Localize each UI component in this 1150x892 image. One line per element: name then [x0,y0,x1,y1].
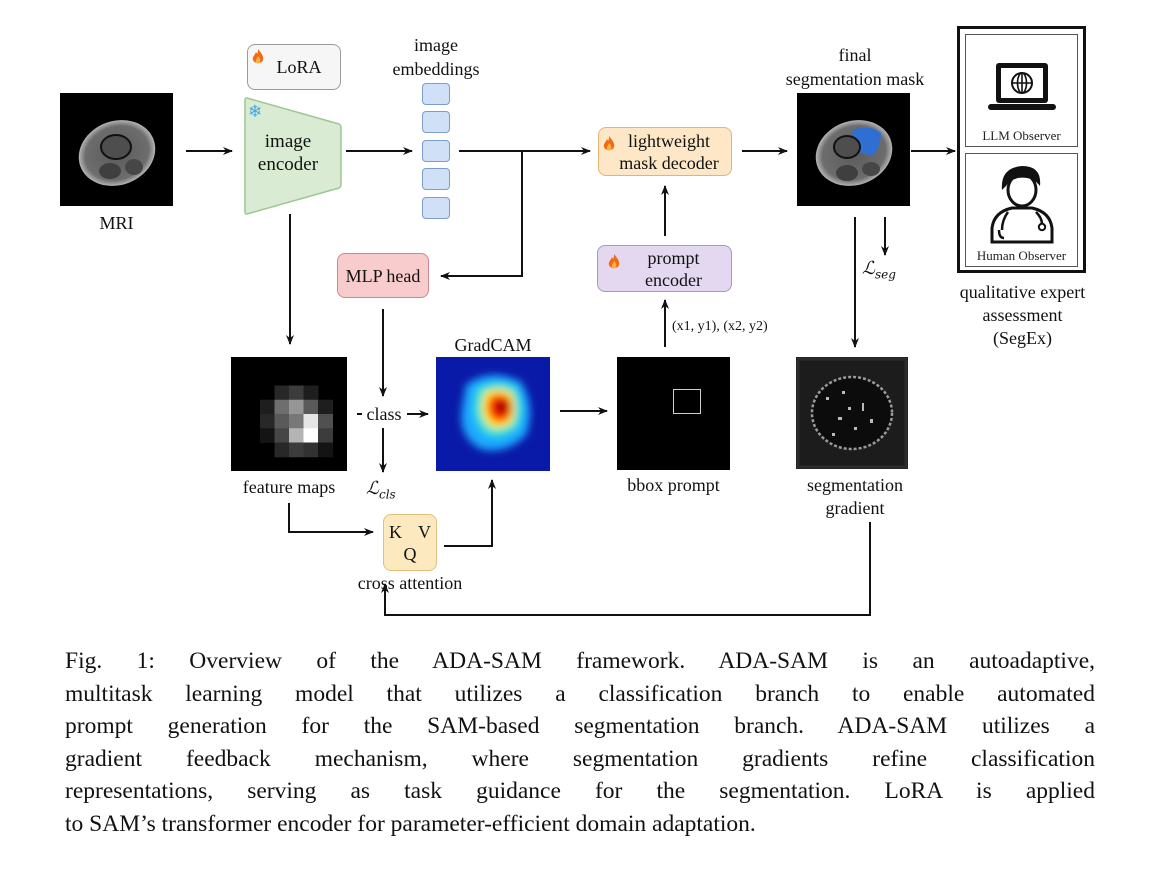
bbox-prompt-image [617,357,730,470]
key-symbol: K [389,521,402,542]
final-mask-image [797,93,910,206]
feature-cell [289,442,304,458]
embedding-token [422,140,450,162]
feature-cell [274,399,290,415]
image-encoder-label: image encoder [257,131,319,175]
final-mask-label: final segmentation mask [785,45,925,89]
cross-attention-label: cross attention [357,573,463,593]
feature-maps-label: feature maps [242,477,336,497]
cross-attention-box: K V Q [383,514,437,571]
laptop-globe-icon [988,63,1056,110]
embedding-token [422,197,450,219]
mask-decoder-box: lightweight mask decoder [598,127,732,176]
feature-cell [318,428,333,443]
llm-observer-card: LLM Observer [965,34,1078,147]
arrow-gradient-feedback [381,522,871,616]
connector-arrows [186,147,956,616]
human-observer-label: Human Observer [976,248,1067,263]
observers-panel: LLM Observer Human Observer [957,26,1086,273]
caption-line: Fig. 1: Overview of the ADA-SAM framewor… [65,648,1095,674]
feature-cell [318,414,333,429]
query-symbol: Q [403,543,417,564]
feature-cell [289,385,304,401]
lora-label: LoRA [276,57,322,77]
class-label: class [366,404,402,424]
bbox-prompt-label: bbox prompt [627,475,720,495]
bbox-rectangle [673,389,701,414]
flame-icon [603,136,615,151]
llm-observer-label: LLM Observer [982,128,1061,143]
feature-cell [260,399,275,415]
image-encoder-block: ❄ image encoder [244,96,344,216]
feature-cell [318,442,333,458]
doctor-icon [990,166,1054,244]
embedding-token [422,168,450,190]
embedding-token [422,111,450,133]
feature-cell [274,428,290,443]
feature-cell [289,414,304,429]
caption-line: prompt generation for the SAM-based segm… [65,713,1095,739]
mask-decoder-line1: lightweight [628,130,710,151]
mri-image [60,93,173,206]
feature-cell [274,385,290,401]
feature-cell [289,428,304,443]
feature-cell [303,414,319,429]
caption-line: gradient feedback mechanism, where segme… [65,745,1095,772]
feature-cell [303,428,319,443]
mlp-head-label: MLP head [345,265,421,286]
feature-cell [260,414,275,429]
lora-box: LoRA [247,44,341,90]
prompt-encoder-box: prompt encoder [597,245,732,292]
feature-cell [274,414,290,429]
mri-label: MRI [99,213,134,233]
arrow-features-to-attention [288,503,374,536]
human-observer-card: Human Observer [965,153,1078,267]
feature-maps-image [231,357,347,471]
gradcam-label: GradCAM [454,335,532,355]
caption-line: to SAM’s transformer encoder for paramet… [65,810,756,837]
flame-icon [608,254,620,269]
image-embeddings-label: image embeddings [392,35,480,79]
prompt-encoder-line1: prompt [647,247,700,268]
arrow-embeddings-to-mlp [440,151,523,280]
assessment-label: qualitative expert assessment (SegEx) [959,282,1086,348]
feature-cell [303,442,319,458]
feature-cell [260,428,275,443]
caption-line: multitask learning model that utilizes a… [65,680,1095,707]
feature-cell [303,385,319,401]
prompt-encoder-line2: encoder [645,269,702,290]
embedding-token [422,83,450,105]
segmentation-gradient-label: segmentation gradient [807,475,903,518]
feature-cell [289,399,304,415]
loss-cls: ℒcls [366,478,396,502]
flame-icon [252,49,264,64]
mlp-head-box: MLP head [337,253,429,298]
arrow-attention-to-gradcam [444,479,496,547]
feature-cell [318,399,333,415]
feature-cell [274,442,290,458]
figure-caption: Fig. 1: Overview of the ADA-SAM framewor… [65,645,1095,840]
caption-line: representations, serving as task guidanc… [65,778,1095,804]
segmentation-gradient-image [796,357,908,469]
feature-cell [303,399,319,415]
bbox-coordinates-label: (x1, y1), (x2, y2) [672,319,768,334]
snowflake-icon: ❄ [248,102,263,122]
gradcam-image [436,357,550,471]
loss-seg: ℒseg [862,258,896,282]
value-symbol: V [418,521,431,542]
mask-decoder-line2: mask decoder [619,152,719,173]
